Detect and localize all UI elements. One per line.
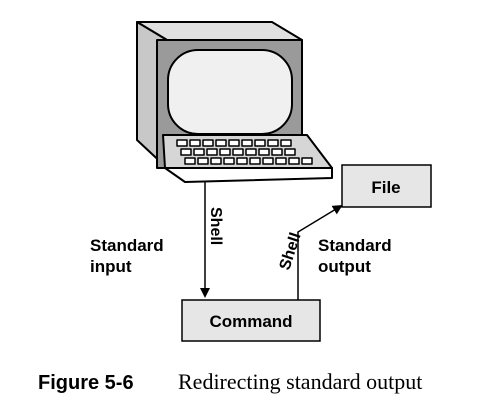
file-node: File [341, 164, 432, 208]
standard-output-label-line1: Standard [318, 236, 392, 255]
shell-label-input: Shell [207, 207, 224, 245]
command-label: Command [209, 312, 292, 331]
shell-label-output: Shell [277, 231, 305, 273]
figure-number: Figure 5-6 [38, 372, 134, 394]
file-label: File [371, 178, 400, 197]
command-node: Command [181, 299, 321, 342]
standard-input-label-line2: input [90, 257, 132, 276]
figure-caption: Redirecting standard output [178, 369, 422, 394]
standard-input-label-line1: Standard [90, 236, 164, 255]
standard-output-arrow [297, 204, 343, 300]
standard-output-label-line2: output [318, 257, 371, 276]
computer-terminal-icon [136, 21, 333, 183]
